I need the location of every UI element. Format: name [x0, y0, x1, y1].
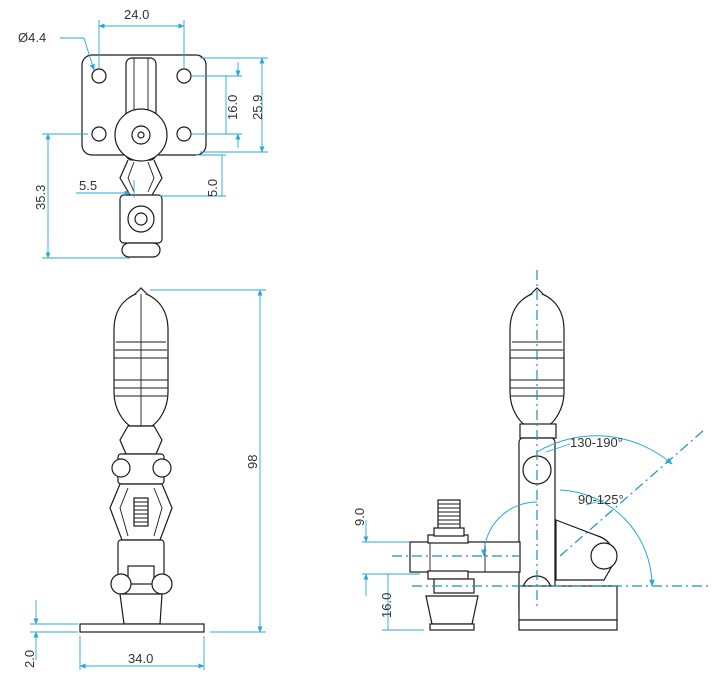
dim-top-width: 24.0 — [124, 7, 149, 22]
dim-jaw-width: 5.5 — [79, 178, 97, 193]
dim-hole-diameter: Ø4.4 — [18, 30, 46, 45]
dim-jaw-offset: 5.0 — [205, 179, 220, 197]
angle-bar-opening: 90-125° — [578, 492, 624, 507]
top-view — [42, 20, 268, 259]
angle-handle-swing: 130-190° — [570, 435, 623, 450]
dim-hole-spacing-v: 16.0 — [225, 95, 240, 120]
dim-arm-height: 9.0 — [352, 508, 367, 526]
dim-spindle-offset: 35.3 — [33, 185, 48, 210]
dim-base-width: 34.0 — [128, 651, 153, 666]
side-view — [362, 270, 708, 631]
dim-overall-height: 98 — [245, 455, 260, 469]
dim-spindle-height: 16.0 — [379, 593, 394, 618]
front-view — [30, 287, 266, 670]
dim-base-depth: 25.9 — [250, 95, 265, 120]
dim-base-thickness: 2.0 — [22, 650, 37, 668]
